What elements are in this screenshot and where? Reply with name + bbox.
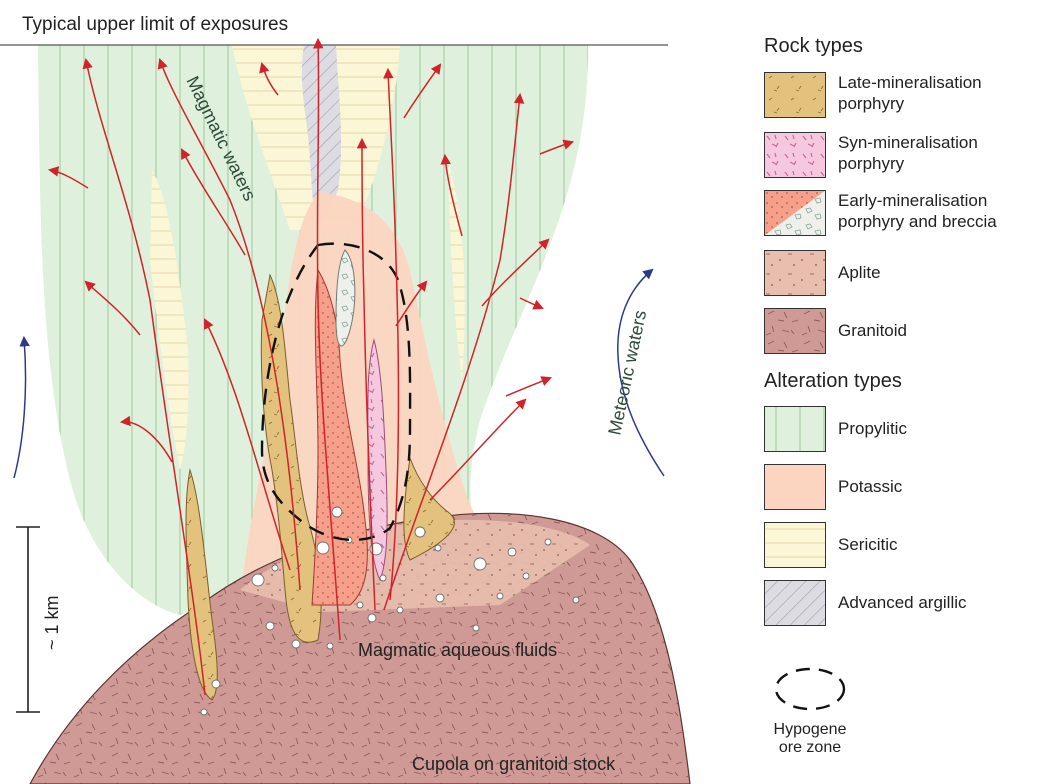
late-porphyry-label: Late-mineralisation porphyry xyxy=(838,72,1046,114)
legend-item-advanced-argillic: Advanced argillic xyxy=(764,580,1044,630)
early-porphyry-label: Early-mineralisation porphyry and brecci… xyxy=(838,190,1046,232)
cupola-label: Cupola on granitoid stock xyxy=(412,754,616,774)
late-porphyry-label-line2: porphyry xyxy=(838,93,1046,114)
potassic-swatch xyxy=(764,464,826,510)
syn-porphyry-label-line2: porphyry xyxy=(838,153,1046,174)
propylitic-swatch xyxy=(764,406,826,452)
early-porphyry-swatch xyxy=(764,190,826,236)
granitoid-label: Granitoid xyxy=(838,320,1046,341)
exposure-limit-label: Typical upper limit of exposures xyxy=(22,14,288,35)
legend: Rock types Late-mineralisation porphyry … xyxy=(750,30,1046,770)
legend-item-propylitic: Propylitic xyxy=(764,406,1044,456)
meteoric-waters-label: Meteoric waters xyxy=(604,308,650,436)
granitoid-swatch xyxy=(764,308,826,354)
alteration-types-heading: Alteration types xyxy=(764,370,902,393)
magmatic-fluids-label: Magmatic aqueous fluids xyxy=(358,640,557,660)
late-porphyry-label-line1: Late-mineralisation xyxy=(838,73,982,92)
aplite-label: Aplite xyxy=(838,262,1046,283)
porphyry-cross-section-diagram: Typical upper limit of exposures Magmati… xyxy=(0,0,740,784)
ore-zone-dashed-ellipse-icon xyxy=(765,662,855,716)
ore-zone-label-line2: ore zone xyxy=(750,739,870,757)
sericitic-swatch xyxy=(764,522,826,568)
ore-zone-label: Hypogene ore zone xyxy=(750,721,870,757)
syn-porphyry-label-line1: Syn-mineralisation xyxy=(838,133,978,152)
legend-item-aplite: Aplite xyxy=(764,250,1044,300)
legend-item-late-porphyry: Late-mineralisation porphyry xyxy=(764,72,1044,122)
legend-item-syn-porphyry: Syn-mineralisation porphyry xyxy=(764,132,1044,182)
legend-item-granitoid: Granitoid xyxy=(764,308,1044,358)
legend-item-potassic: Potassic xyxy=(764,464,1044,514)
scale-bar xyxy=(16,527,40,712)
rock-types-heading: Rock types xyxy=(764,35,863,58)
late-porphyry-swatch xyxy=(764,72,826,118)
syn-porphyry-swatch xyxy=(764,132,826,178)
early-porphyry-label-line1: Early-mineralisation xyxy=(838,191,987,210)
propylitic-label: Propylitic xyxy=(838,418,1046,439)
early-porphyry-label-line2: porphyry and breccia xyxy=(838,211,1046,232)
advanced-argillic-label: Advanced argillic xyxy=(838,592,1046,613)
advanced-argillic-swatch xyxy=(764,580,826,626)
aplite-swatch xyxy=(764,250,826,296)
potassic-label: Potassic xyxy=(838,476,1046,497)
ore-zone-label-line1: Hypogene xyxy=(750,721,870,739)
legend-item-early-porphyry: Early-mineralisation porphyry and brecci… xyxy=(764,190,1044,240)
sericitic-label: Sericitic xyxy=(838,534,1046,555)
syn-porphyry-label: Syn-mineralisation porphyry xyxy=(838,132,1046,174)
legend-item-ore-zone: Hypogene ore zone xyxy=(750,662,870,757)
legend-item-sericitic: Sericitic xyxy=(764,522,1044,572)
scale-label: ~ 1 km xyxy=(42,595,62,650)
